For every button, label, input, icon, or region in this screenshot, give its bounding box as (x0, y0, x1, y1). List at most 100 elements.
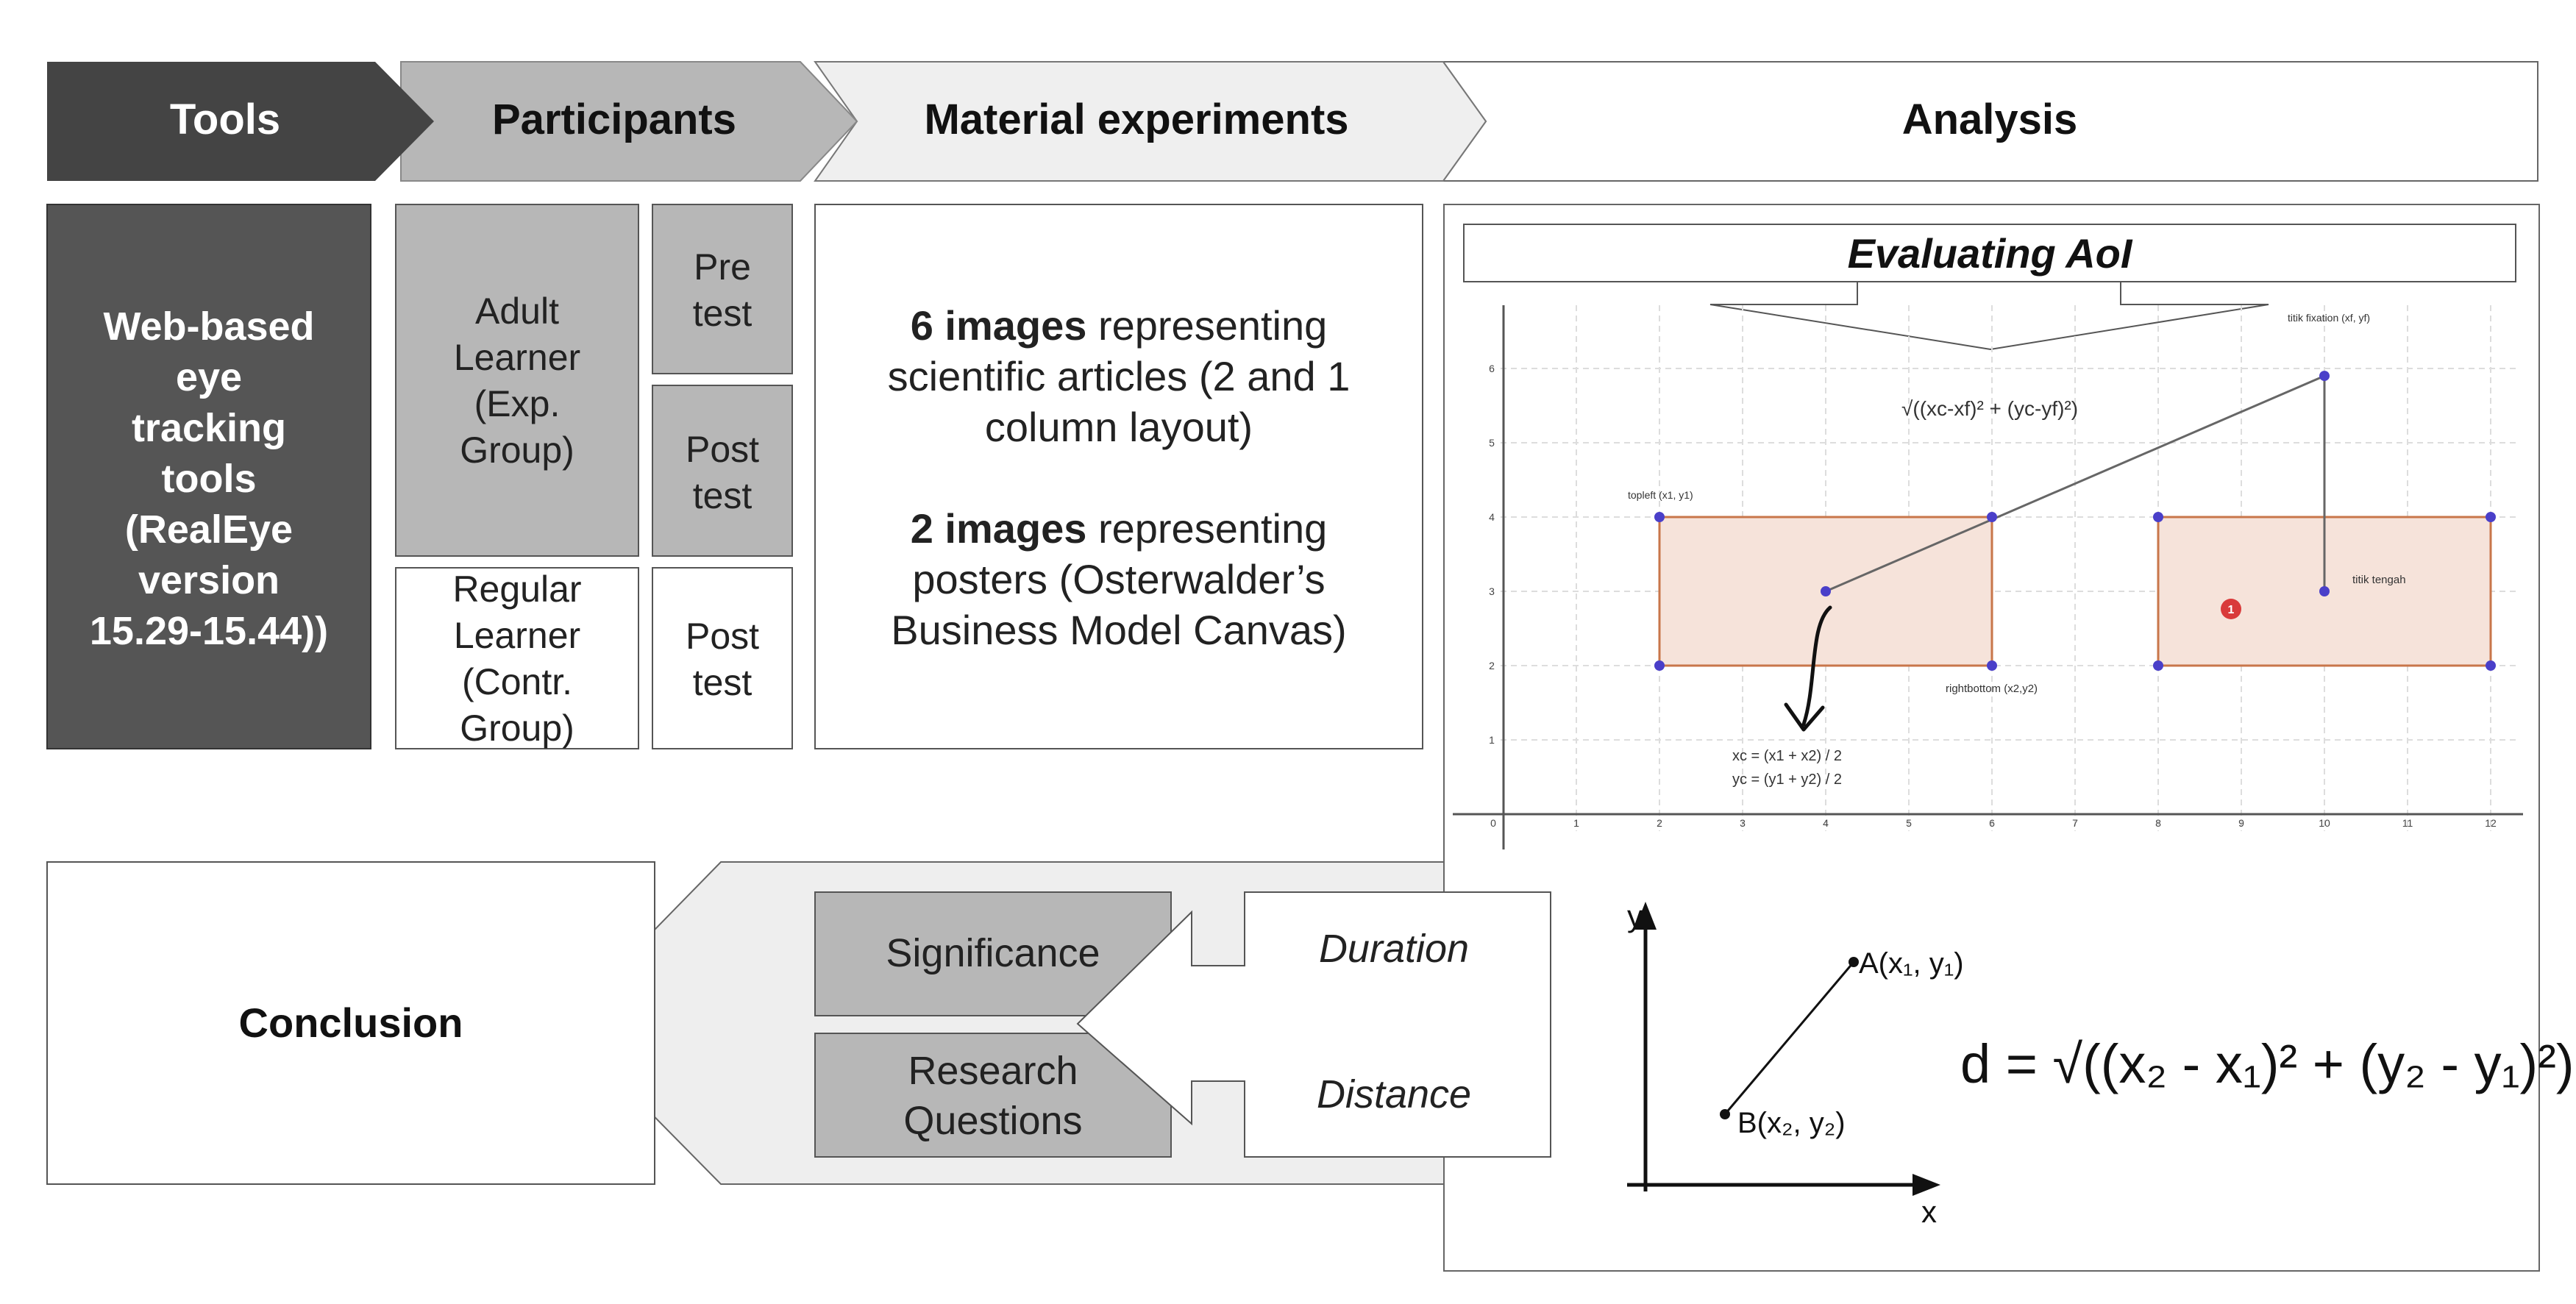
y-tick-label: 1 (1489, 734, 1495, 746)
regular-line-3: (Contr. (462, 661, 572, 702)
distance-label: Distance (1317, 1072, 1471, 1116)
material-p2-line-2: posters (Osterwalder’s (912, 556, 1325, 602)
aoi-point (2153, 660, 2163, 671)
pre-test-line-1: Pre (694, 246, 751, 288)
regular-line-2: Learner (454, 615, 580, 656)
label-fixation: titik fixation (xf, yf) (2288, 312, 2370, 324)
aoi-callout-pointer (1709, 282, 2269, 351)
post-test-contr-box (652, 567, 793, 749)
header-analysis-label: Analysis (1902, 96, 2078, 143)
header-material-label: Material experiments (924, 96, 1348, 143)
aoi-point (2319, 586, 2330, 596)
aoi-title: Evaluating AoI (1848, 230, 2133, 277)
fixation-point (2319, 371, 2330, 382)
header-participants-shape (400, 61, 858, 182)
tools-line-1: Web-based (103, 304, 314, 349)
adult-line-2: Learner (454, 337, 580, 378)
x-tick-label: 9 (2238, 817, 2244, 829)
post-test-contr-line-2: test (693, 662, 752, 703)
label-rightbottom: rightbottom (x2,y2) (1946, 683, 2038, 695)
bottom-flow: Conclusion Significance Research Questio… (46, 861, 1551, 1185)
x-tick-label: 12 (2485, 817, 2497, 829)
post-test-contr-line-1: Post (686, 616, 759, 657)
regular-learner-box (395, 567, 639, 749)
tools-line-7: 15.29-15.44)) (90, 609, 328, 653)
participants-group: Adult Learner (Exp. Group) Regular Learn… (395, 204, 793, 749)
dist-x-arrowhead (1913, 1174, 1940, 1196)
handdrawn-arrow-head (1784, 702, 1825, 732)
distance-diagram: y x A(x₁, y₁) B(x₂, y₂) d = √((x₂ - x₁)²… (1627, 899, 2575, 1229)
post-test-exp-line-2: test (693, 475, 752, 516)
aoi-point (1821, 586, 1831, 596)
y-tick-label: 4 (1489, 511, 1495, 523)
header-participants-label: Participants (492, 96, 736, 143)
point-b-label: B(x₂, y₂) (1737, 1107, 1846, 1139)
material-box: 6 images representing scientific article… (814, 204, 1423, 749)
point-b-marker (1720, 1109, 1730, 1119)
material-p1-line-2: scientific articles (2 and 1 (888, 353, 1351, 399)
post-test-exp-line-1: Post (686, 429, 759, 470)
aoi-distance-formula-top: √((xc-xf)² + (yc-yf)²) (1901, 397, 2078, 420)
significance-label: Significance (886, 931, 1100, 975)
aoi-title-box (1463, 224, 2516, 282)
x-tick-label: 2 (1657, 817, 1662, 829)
adult-line-4: Group) (460, 430, 574, 471)
regular-line-4: Group) (460, 708, 574, 749)
x-tick-label: 10 (2319, 817, 2330, 829)
material-p2-line-3: Business Model Canvas) (891, 607, 1346, 653)
aoi-point (1654, 512, 1665, 522)
metrics-arrow-shape (1076, 891, 1551, 1158)
research-questions-line-1: Research (908, 1049, 1078, 1093)
y-tick-label: 5 (1489, 437, 1495, 449)
x-tick-label: 3 (1740, 817, 1746, 829)
fixation-line-left (1825, 374, 2325, 593)
tools-box: Web-based eye tracking tools (RealEye ve… (46, 204, 371, 749)
pre-test-box (652, 204, 793, 374)
adult-line-3: (Exp. (474, 383, 561, 424)
conclusion-label: Conclusion (239, 1000, 463, 1046)
material-p1-line-1: 6 images representing (911, 302, 1328, 349)
label-tengah: titik tengah (2352, 574, 2406, 586)
aoi-point (1987, 660, 1997, 671)
x-tick-label: 8 (2155, 817, 2161, 829)
x-tick-label: 6 (1989, 817, 1995, 829)
aoi-point (1654, 660, 1665, 671)
x-tick-label: 4 (1823, 817, 1829, 829)
x-tick-label: 1 (1573, 817, 1579, 829)
tools-line-2: eye (176, 355, 242, 399)
y-tick-label: 6 (1489, 363, 1495, 374)
adult-line-1: Adult (475, 291, 559, 332)
x-tick-label: 5 (1906, 817, 1912, 829)
tools-line-4: tools (162, 457, 257, 501)
y-tick-label: 3 (1489, 585, 1495, 597)
x-tick-label: 7 (2072, 817, 2078, 829)
aoi-point (2486, 660, 2496, 671)
handdrawn-arrow-stroke (1801, 605, 1832, 727)
header-tools-label: Tools (170, 96, 280, 143)
tools-line-5: (RealEye (125, 507, 293, 552)
label-topleft: topleft (x1, y1) (1628, 489, 1693, 501)
fixation-badge-number: 1 (2228, 604, 2235, 616)
material-p2-line-1: 2 images representing (911, 505, 1328, 552)
tools-line-6: version (138, 558, 280, 602)
aoi-point (2153, 512, 2163, 522)
aoi-point (1987, 512, 1997, 522)
x-tick-label: 11 (2402, 817, 2413, 829)
pre-test-line-2: test (693, 293, 752, 334)
x-tick-label: 0 (1490, 817, 1496, 829)
material-p1-line-3: column layout) (985, 404, 1253, 450)
point-a-label: A(x₁, y₁) (1859, 947, 1964, 980)
dist-axis-x-label: x (1921, 1194, 1937, 1229)
header-tools-shape (47, 62, 434, 181)
duration-label: Duration (1319, 927, 1469, 971)
regular-line-1: Regular (452, 569, 581, 610)
dist-y-arrowhead (1634, 902, 1657, 930)
xc-formula: xc = (x1 + x2) / 2 (1732, 748, 1842, 764)
point-a-marker (1849, 957, 1859, 967)
conclusion-box (46, 861, 655, 1185)
significance-box (814, 891, 1172, 1016)
distance-formula: d = √((x₂ - x₁)² + (y₂ - y₁)²) (1960, 1033, 2575, 1094)
